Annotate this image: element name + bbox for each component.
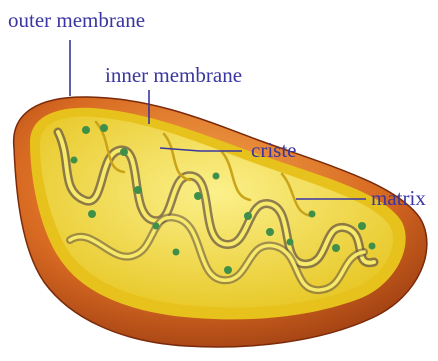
- label-matrix: matrix: [371, 188, 426, 209]
- label-criste: criste: [251, 140, 296, 161]
- label-inner-membrane: inner membrane: [105, 65, 242, 86]
- label-outer-membrane: outer membrane: [8, 10, 145, 31]
